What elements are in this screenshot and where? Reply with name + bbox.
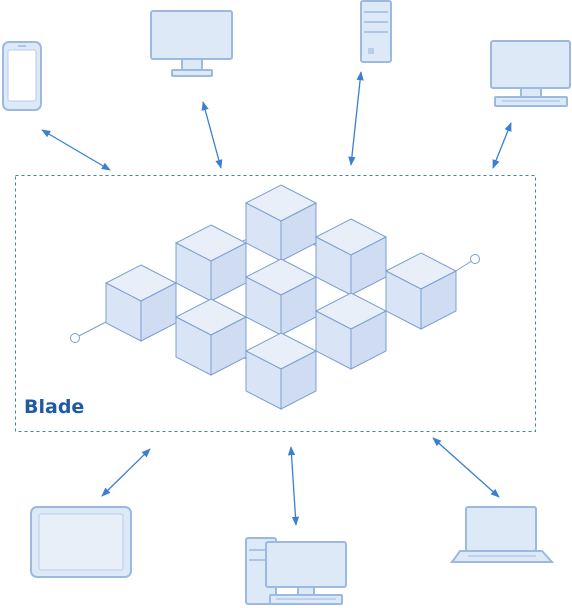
tower-and-monitor-icon xyxy=(245,537,347,605)
blade-cube xyxy=(244,184,318,262)
arrow-tower-monitor xyxy=(287,446,300,526)
arrow-tablet xyxy=(101,448,151,497)
arrow-desktop xyxy=(492,122,512,169)
server-tower-icon xyxy=(360,0,392,63)
left-terminal xyxy=(70,333,80,343)
phone-icon xyxy=(2,41,42,111)
blade-cubes xyxy=(104,184,458,410)
right-terminal xyxy=(470,254,480,264)
laptop-icon xyxy=(450,506,555,563)
connection-arrows xyxy=(41,71,512,526)
tablet-icon xyxy=(30,506,132,578)
blade-label: Blade xyxy=(24,396,84,418)
blade-cube xyxy=(384,252,458,330)
monitor-icon xyxy=(150,10,233,77)
arrow-laptop xyxy=(432,437,500,498)
blade-cube xyxy=(174,298,248,376)
blade-cube xyxy=(244,332,318,410)
blade-cube xyxy=(174,224,248,302)
blade-cube xyxy=(314,218,388,296)
desktop-computer-icon xyxy=(490,40,571,107)
blade-cube xyxy=(314,292,388,370)
arrow-server xyxy=(348,71,364,166)
blade-cube xyxy=(244,258,318,336)
arrow-phone xyxy=(41,129,111,171)
arrow-monitor xyxy=(201,101,223,169)
blade-container-border xyxy=(15,175,536,432)
blade-cube xyxy=(104,264,178,342)
